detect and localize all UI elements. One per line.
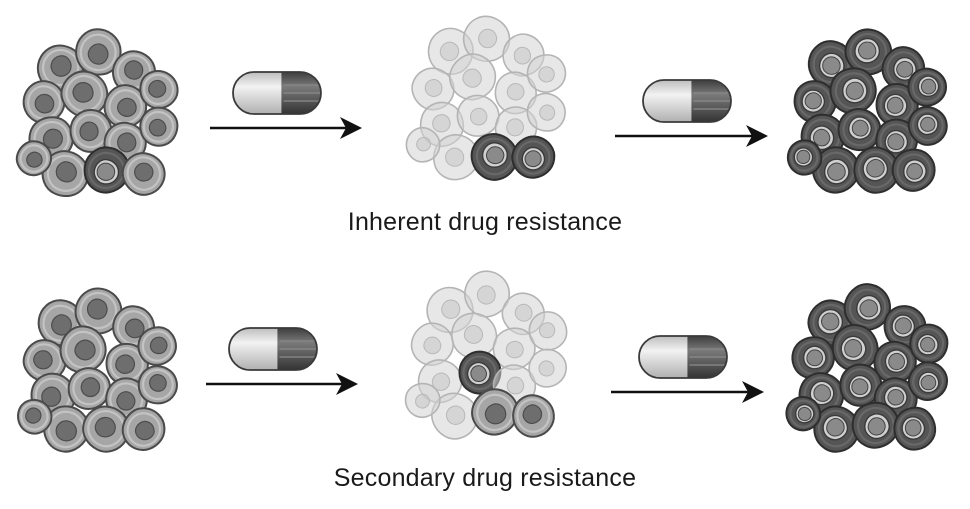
dead-cell	[410, 322, 455, 366]
drug-capsule-icon	[638, 335, 728, 379]
resistant-cell	[873, 340, 917, 384]
sensitive-cell	[60, 70, 109, 118]
resistant-cell	[891, 148, 936, 192]
sensitive-cell	[121, 152, 166, 196]
resistant-cell	[511, 135, 556, 179]
resistant-cell	[843, 283, 892, 332]
sensitive-cell	[121, 407, 166, 452]
dead-cell	[411, 67, 455, 111]
resistant-cell	[839, 363, 883, 407]
sensitive-cell	[103, 84, 148, 129]
resistant-cell	[786, 139, 823, 176]
sensitive-cell	[512, 394, 555, 438]
resistant-cell	[785, 395, 822, 432]
resistant-cell	[458, 350, 502, 395]
sensitive-cell	[75, 28, 122, 76]
sensitive-cell	[15, 140, 53, 177]
cluster-relapsed-tumor	[786, 28, 948, 194]
sensitive-cell	[139, 69, 179, 110]
cluster-after-first-treatment	[404, 270, 568, 440]
caption-inherent-resistance: Inherent drug resistance	[347, 208, 623, 236]
arrow-right-icon	[615, 125, 768, 147]
resistant-cell	[793, 80, 837, 124]
resistant-cell	[909, 323, 949, 364]
cluster-initial-tumor	[16, 287, 178, 453]
resistant-cell	[831, 324, 879, 372]
dead-cell	[526, 92, 566, 132]
resistant-cell	[907, 67, 948, 107]
drug-capsule-icon	[232, 71, 322, 115]
resistant-cell	[907, 361, 949, 401]
row-secondary-resistance	[16, 270, 949, 453]
sensitive-cell	[471, 388, 519, 436]
sensitive-cell	[16, 398, 53, 435]
dead-cell	[432, 134, 480, 181]
cluster-relapsed-tumor	[785, 283, 949, 453]
resistant-cell	[837, 108, 882, 152]
arrow-right-icon	[611, 381, 764, 403]
resistant-cell	[470, 133, 519, 181]
sensitive-cell	[41, 150, 90, 198]
dead-cell	[528, 348, 568, 388]
dead-cell	[456, 94, 500, 137]
resistant-cell	[844, 28, 893, 76]
sensitive-cell	[67, 367, 111, 410]
sensitive-cell	[137, 326, 177, 366]
resistant-cell	[893, 406, 937, 451]
resistant-cell	[813, 405, 860, 453]
resistant-cell	[907, 105, 948, 146]
resistant-cell	[875, 82, 919, 127]
row-inherent-resistance	[15, 15, 948, 198]
dead-cell	[462, 15, 511, 63]
dead-cell	[526, 54, 567, 93]
dead-cell	[404, 382, 441, 419]
sensitive-cell	[139, 106, 179, 147]
drug-capsule-icon	[642, 79, 732, 123]
drug-capsule-icon	[228, 327, 318, 371]
resistant-cell	[829, 67, 877, 115]
arrow-right-icon	[206, 373, 358, 395]
dead-cell	[448, 53, 497, 101]
arrow-right-icon	[210, 117, 362, 139]
resistant-cell	[791, 336, 835, 380]
sensitive-cell	[59, 325, 107, 374]
resistant-cell	[851, 401, 900, 449]
dead-cell	[463, 270, 511, 318]
caption-secondary-resistance: Secondary drug resistance	[333, 464, 637, 492]
sensitive-cell	[22, 80, 66, 124]
cluster-after-first-treatment	[405, 15, 567, 181]
dead-cell	[528, 311, 568, 351]
dead-cell	[405, 126, 441, 163]
cluster-initial-tumor	[15, 28, 179, 198]
resistant-cell	[83, 146, 131, 194]
sensitive-cell	[137, 365, 178, 405]
